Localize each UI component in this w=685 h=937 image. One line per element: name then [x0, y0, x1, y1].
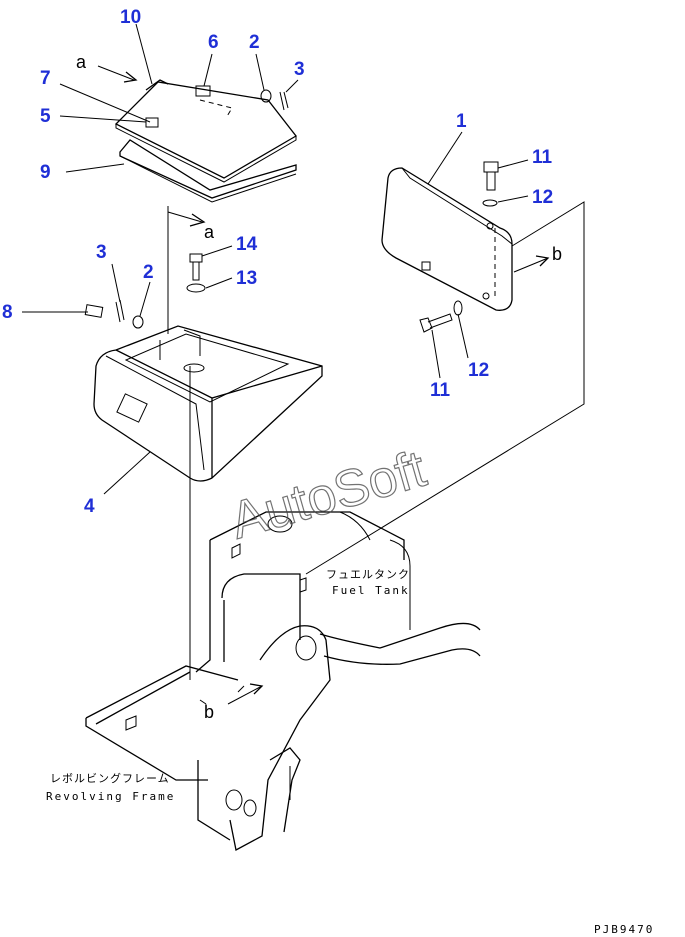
view-letter-a-top: a	[76, 52, 87, 72]
callout-6: 6	[208, 32, 219, 53]
callouts: 10 6 2 3 7 5 9 1 11 12 14 13 3 2 8 4 12 …	[2, 7, 553, 517]
view-letter-a-mid: a	[204, 222, 215, 242]
part-labels: フュエルタンク Fuel Tank レボルビングフレーム Revolving F…	[46, 568, 410, 803]
watermark: AutoSoft	[224, 440, 432, 551]
fasteners	[84, 89, 499, 333]
callout-4: 4	[84, 496, 95, 517]
callout-14: 14	[236, 234, 258, 255]
callout-10: 10	[120, 7, 141, 28]
callout-3-left: 3	[96, 242, 107, 263]
callout-12-top: 12	[532, 187, 553, 208]
callout-5: 5	[40, 106, 51, 127]
callout-11-lower: 11	[430, 380, 451, 401]
callout-1: 1	[456, 111, 467, 132]
callout-9: 9	[40, 162, 51, 183]
callout-8: 8	[2, 302, 13, 323]
leader-lines	[22, 23, 585, 705]
view-letters: a a b b	[76, 52, 562, 722]
callout-2-top: 2	[249, 32, 260, 53]
side-lid	[381, 167, 513, 311]
callout-7: 7	[40, 68, 51, 89]
callout-11-top: 11	[532, 147, 553, 168]
callout-13: 13	[236, 268, 257, 289]
fuel-tank-label-jp: フュエルタンク	[326, 568, 410, 581]
revolving-frame-label-en: Revolving Frame	[46, 790, 175, 803]
callout-2-left: 2	[143, 262, 154, 283]
fuel-tank-label-en: Fuel Tank	[332, 584, 410, 597]
revolving-frame-label-jp: レボルビングフレーム	[50, 771, 170, 785]
view-letter-b-lower: b	[204, 702, 214, 722]
callout-3-top: 3	[294, 59, 305, 80]
callout-12-lower: 12	[468, 360, 489, 381]
cover-plate	[114, 79, 297, 183]
gasket	[119, 139, 297, 203]
revolving-frame	[85, 511, 481, 851]
tool-box	[93, 325, 323, 482]
drawing-code: PJB9470	[594, 923, 654, 936]
view-letter-b-right: b	[552, 244, 562, 264]
